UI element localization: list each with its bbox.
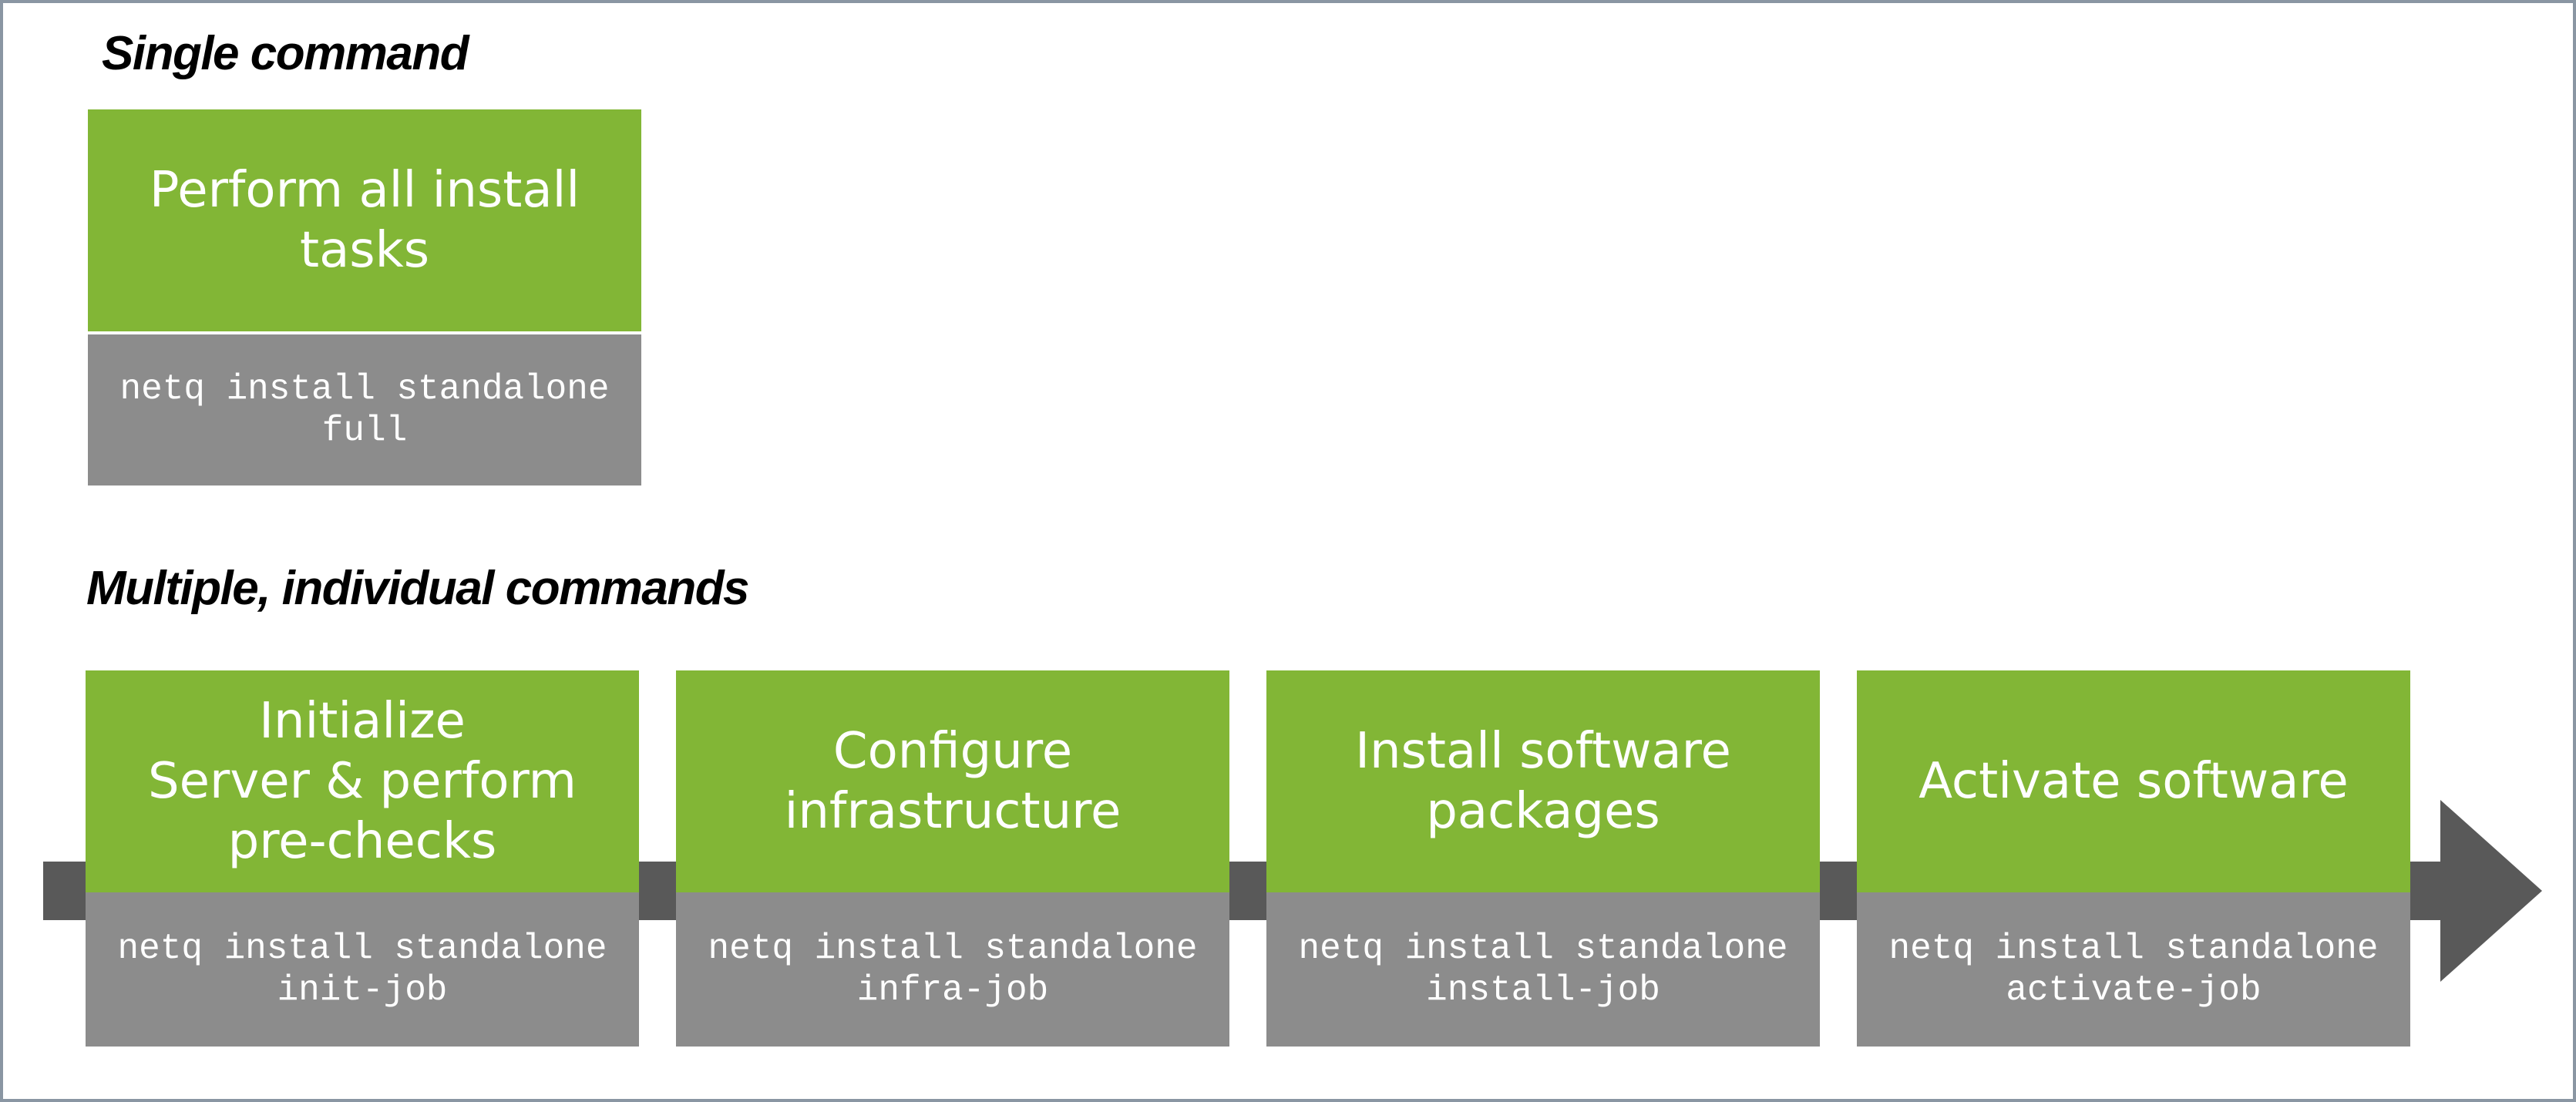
step-install-job: Install software packages netq install s…	[1266, 670, 1820, 1047]
task-label: Activate software	[1919, 753, 2349, 810]
command-text: netq install standalone install-job	[1298, 929, 1788, 1010]
task-label: Perform all install tasks	[149, 162, 580, 279]
command-box-infra-job: netq install standalone infra-job	[676, 892, 1229, 1047]
single-command-heading: Single command	[102, 27, 469, 80]
task-box-activate: Activate software	[1857, 670, 2410, 892]
task-box-install-software: Install software packages	[1266, 670, 1820, 892]
timeline-arrow-head	[2440, 800, 2542, 982]
command-text: netq install standalone full	[119, 369, 610, 451]
command-text: netq install standalone init-job	[117, 929, 607, 1010]
command-text: netq install standalone activate-job	[1888, 929, 2379, 1010]
command-box-install-job: netq install standalone install-job	[1266, 892, 1820, 1047]
multiple-commands-heading: Multiple, individual commands	[86, 562, 750, 615]
task-label: Configure infrastructure	[784, 723, 1122, 840]
task-label: Install software packages	[1355, 723, 1731, 840]
task-box-configure: Configure infrastructure	[676, 670, 1229, 892]
task-label: Initialize Server & perform pre-checks	[148, 693, 577, 870]
command-box-full: netq install standalone full	[88, 331, 641, 485]
step-infra-job: Configure infrastructure netq install st…	[676, 670, 1229, 1047]
task-box-all-install-tasks: Perform all install tasks	[88, 109, 641, 331]
step-init-job: Initialize Server & perform pre-checks n…	[86, 670, 639, 1047]
step-activate-job: Activate software netq install standalon…	[1857, 670, 2410, 1047]
single-command-step: Perform all install tasks netq install s…	[88, 109, 641, 485]
command-text: netq install standalone infra-job	[708, 929, 1198, 1010]
command-box-init-job: netq install standalone init-job	[86, 892, 639, 1047]
task-box-initialize: Initialize Server & perform pre-checks	[86, 670, 639, 892]
command-box-activate-job: netq install standalone activate-job	[1857, 892, 2410, 1047]
